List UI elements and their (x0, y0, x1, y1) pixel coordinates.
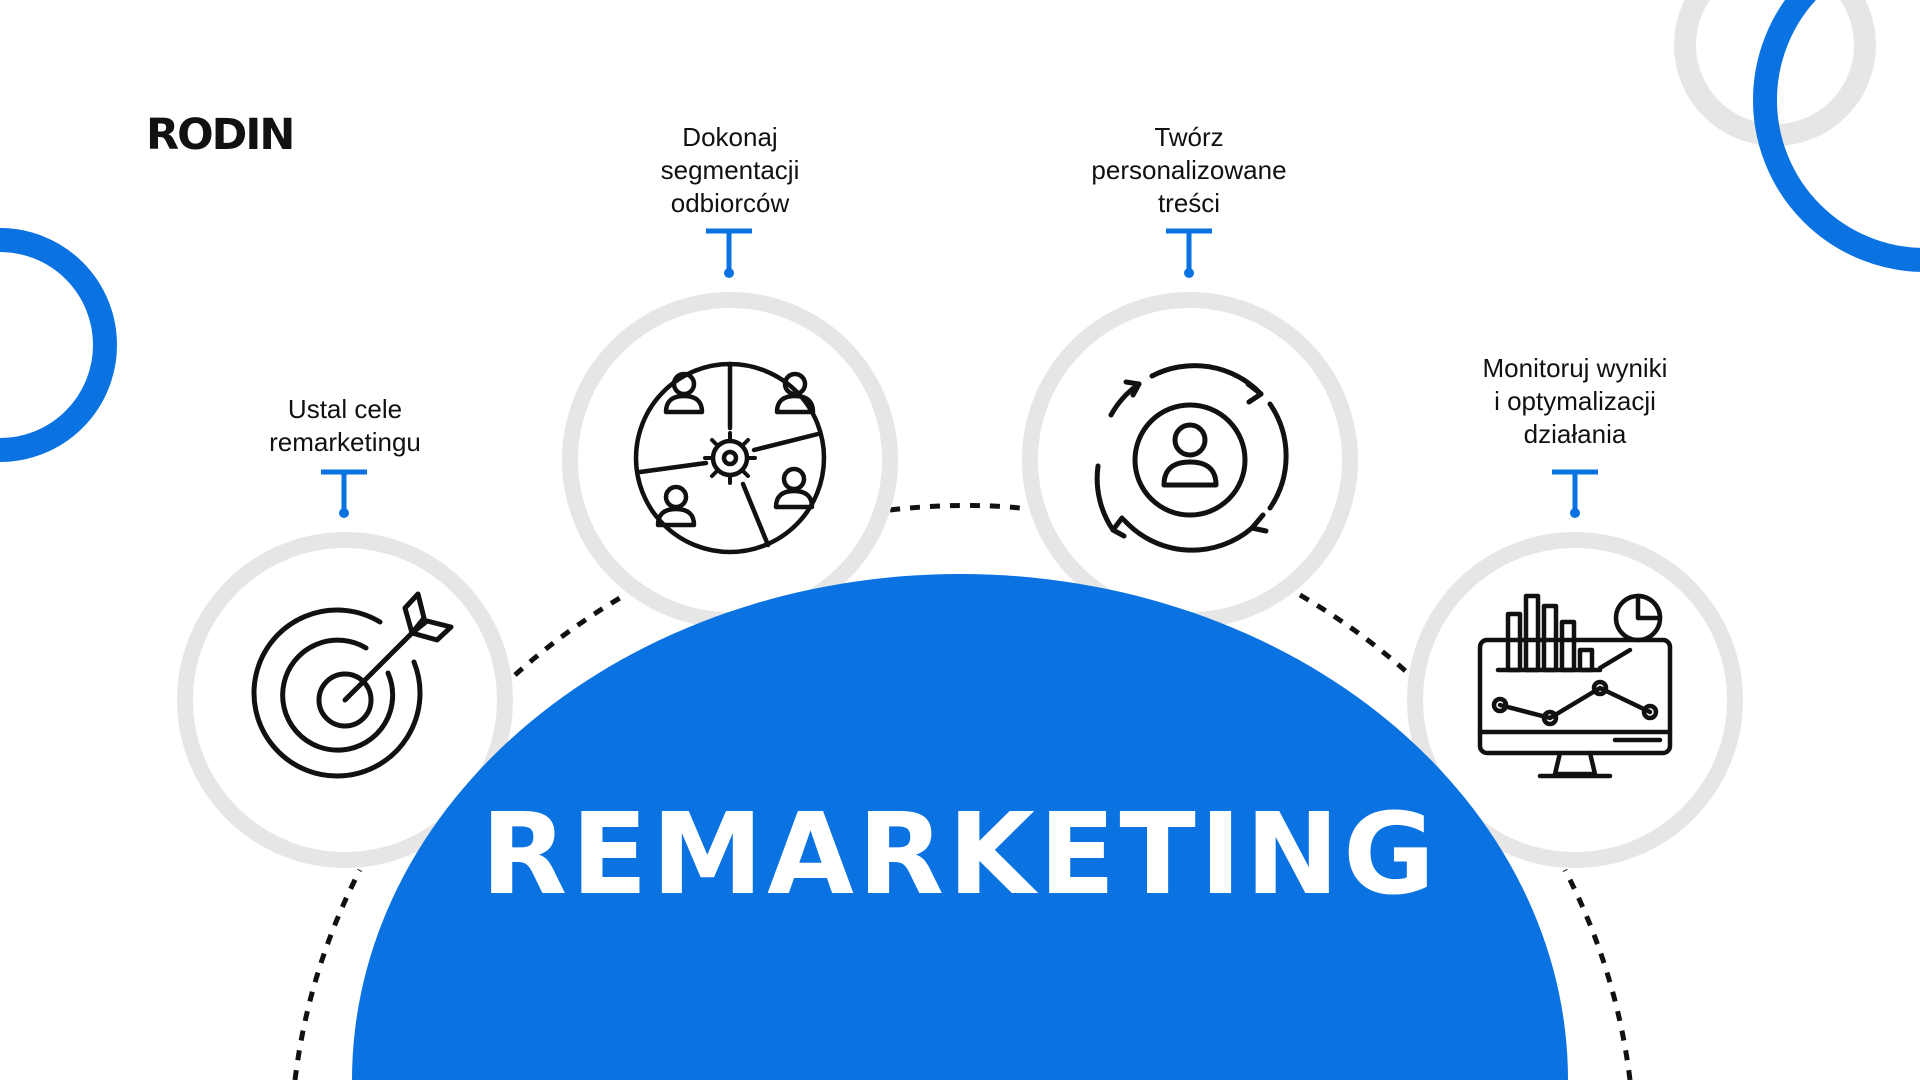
audience-segmentation-icon (633, 361, 827, 555)
center-title: REMARKETING (480, 790, 1440, 920)
dotted-arc-inner-left (513, 592, 627, 677)
step-3-label-line-3: treści (1157, 188, 1221, 218)
analytics-monitor-icon (1477, 593, 1673, 779)
connector-step-4 (1552, 469, 1598, 518)
step-2-label: Dokonaj segmentacji odbiorców (580, 121, 880, 220)
personalization-cycle-icon (1094, 363, 1289, 553)
center-half-disc (352, 574, 1568, 1080)
step-3-label-line-2: personalizowane (1091, 155, 1287, 185)
connector-step-3 (1166, 228, 1212, 278)
connector-step-1 (321, 469, 367, 518)
dotted-arc-inner-right (1298, 592, 1412, 677)
decor-ring-top-right-blue (1753, 0, 1920, 272)
step-2-label-line-2: segmentacji (660, 155, 800, 185)
dotted-arc-outer-right (1562, 868, 1633, 1080)
step-3-label: Twórz personalizowane treści (1039, 121, 1339, 220)
dotted-arc-top (889, 502, 1021, 513)
step-4-label-line-1: Monitoruj wyniki (1482, 353, 1668, 383)
connector-step-2 (706, 228, 752, 278)
step-4-label-line-2: i optymalizacji (1494, 386, 1656, 416)
step-3-label-line-1: Twórz (1154, 122, 1224, 152)
target-arrow-icon (251, 591, 454, 779)
step-4-label-line-3: działania (1523, 419, 1627, 449)
rodin-logo: RODIN (146, 110, 295, 160)
decor-ring-left (0, 228, 117, 462)
step-1-label-line-1: Ustal cele (287, 394, 403, 424)
step-2-label-line-3: odbiorców (670, 188, 790, 218)
step-2-ring (562, 292, 898, 628)
step-1-label-line-2: remarketingu (269, 427, 421, 457)
step-2-label-line-1: Dokonaj (682, 122, 778, 152)
dotted-arc-outer-left (292, 868, 363, 1080)
step-1-label: Ustal cele remarketingu (195, 393, 495, 459)
step-4-label: Monitoruj wyniki i optymalizacji działan… (1425, 352, 1725, 451)
